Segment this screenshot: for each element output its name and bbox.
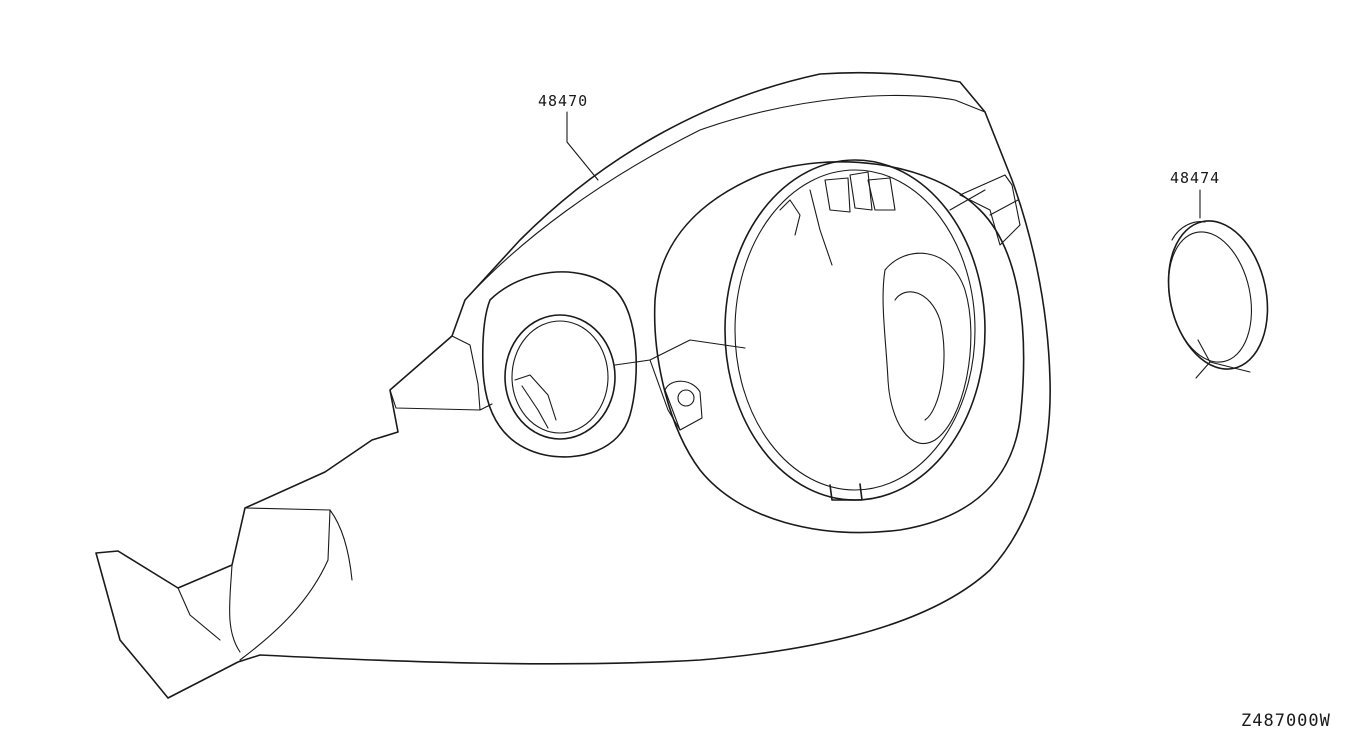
part-label-48474: 48474 (1170, 169, 1221, 187)
drawing-code: Z487000W (1241, 711, 1331, 731)
part-label-48470: 48470 (538, 92, 589, 110)
leader-line-48470 (566, 111, 599, 181)
steering-column-cover-drawing (95, 71, 1051, 699)
ring-part-drawing (1167, 220, 1269, 379)
